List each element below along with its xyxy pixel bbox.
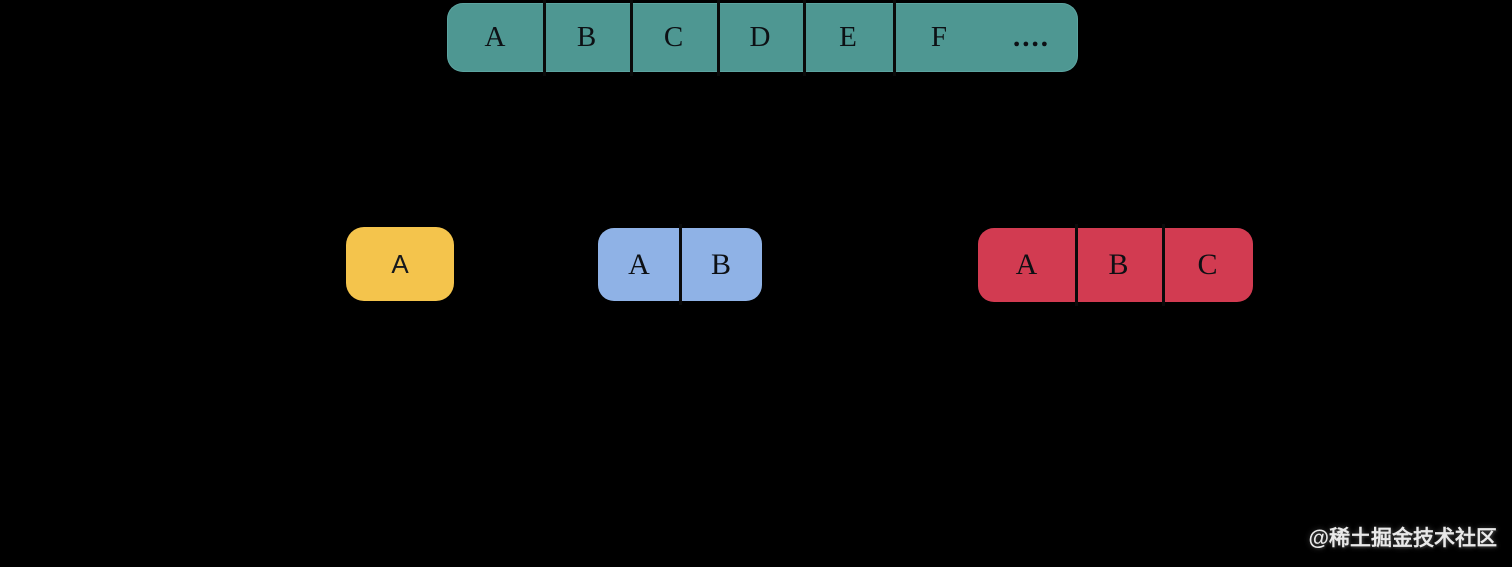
cell-divider — [630, 0, 633, 76]
group-cell: B — [680, 228, 762, 301]
array-bar: A B C D E F .... — [447, 0, 1078, 76]
array-cell-ellipsis: .... — [985, 3, 1078, 72]
group-cell: A — [978, 228, 1075, 302]
array-cell-label: F — [930, 21, 948, 53]
array-cell-label: C — [663, 21, 684, 53]
array-cell: F — [893, 3, 985, 72]
group-cell: C — [1162, 228, 1253, 302]
cell-divider — [893, 0, 896, 76]
array-cell: A — [447, 3, 543, 72]
group-pair-box: A B — [598, 224, 762, 305]
cell-divider — [1162, 224, 1165, 306]
group-cell-label: A — [628, 247, 650, 281]
array-cell: C — [630, 3, 717, 72]
array-cell-label: E — [839, 21, 857, 53]
cell-divider — [717, 0, 720, 76]
cell-divider — [679, 224, 682, 305]
array-cell: D — [717, 3, 803, 72]
group-cell-label: B — [710, 247, 731, 281]
watermark: @稀土掘金技术社区 — [1308, 527, 1497, 550]
cell-divider — [1075, 224, 1078, 306]
group-cell-label: A — [391, 248, 409, 279]
group-cell-label: A — [1015, 248, 1038, 281]
array-cell-label: B — [576, 21, 597, 53]
group-cell: B — [1075, 228, 1162, 302]
array-cell: E — [803, 3, 893, 72]
group-cell-label: B — [1108, 248, 1129, 281]
cell-divider — [803, 0, 806, 76]
group-cell: A — [346, 227, 454, 301]
array-ellipsis-label: .... — [1013, 21, 1050, 53]
group-triple-box: A B C — [978, 224, 1253, 306]
cell-divider — [543, 0, 546, 76]
array-cell-label: D — [749, 21, 771, 53]
array-cell-label: A — [484, 21, 506, 53]
array-cell: B — [543, 3, 630, 72]
group-single-box: A — [346, 227, 454, 301]
group-cell: A — [598, 228, 680, 301]
group-cell-label: C — [1197, 248, 1218, 281]
